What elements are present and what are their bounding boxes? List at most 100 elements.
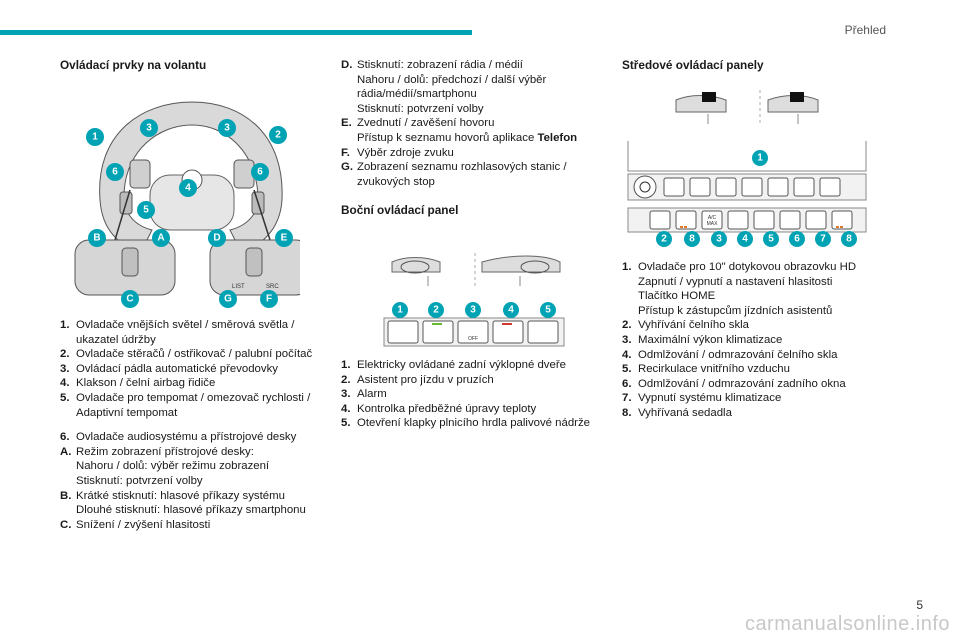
- legend-item: 3.Maximální výkon klimatizace: [622, 333, 783, 346]
- legend-item: 8.Vyhřívaná sedadla: [622, 406, 732, 419]
- callout-2: 2: [269, 126, 287, 144]
- callout-4: 4: [503, 302, 519, 318]
- svg-text:4: 4: [742, 234, 748, 245]
- legend-item: 4.Klakson / čelní airbag řidiče: [60, 377, 216, 390]
- legend-item: 5.Otevření klapky plnicího hrdla palivov…: [341, 417, 591, 430]
- legend-item: 2.Ovladače stěračů / ostřikovač / palubn…: [60, 348, 313, 361]
- callout-6: 6: [789, 231, 805, 247]
- legend-item: 1.Ovladače pro 10" dotykovou obrazovku H…: [622, 261, 857, 317]
- legend-item: 4.Odmlžování / odmrazování čelního skla: [622, 348, 838, 361]
- callout-6-right: 6: [251, 163, 269, 181]
- svg-text:2: 2: [433, 305, 439, 316]
- svg-text:3: 3: [224, 123, 230, 134]
- callout-B: B: [88, 229, 106, 247]
- callout-D: D: [208, 229, 226, 247]
- column-steering-controls: Ovládací prvky na volantu: [60, 58, 330, 73]
- legend-item: 6.Odmlžování / odmrazování zadního okna: [622, 377, 846, 390]
- callout-1: 1: [752, 150, 768, 166]
- svg-text:5: 5: [545, 305, 551, 316]
- svg-text:8: 8: [846, 234, 852, 245]
- side-panel-figure: OFF 1 2 3 4 5: [383, 253, 565, 347]
- svg-text:5: 5: [768, 234, 774, 245]
- callout-5: 5: [137, 201, 155, 219]
- callout-3-right: 3: [218, 119, 236, 137]
- legend-item: 2.Asistent pro jízdu v pruzích: [341, 373, 494, 386]
- column-center-panels: Středové ovládací panely: [622, 58, 892, 73]
- callout-E: E: [275, 229, 293, 247]
- svg-text:4: 4: [185, 183, 191, 194]
- svg-text:B: B: [93, 233, 100, 244]
- page-number: 5: [916, 598, 923, 612]
- legend-item: C.Snížení / zvýšení hlasitosti: [60, 518, 211, 531]
- legend-item: F.Výběr zdroje zvuku: [341, 146, 454, 159]
- callout-1: 1: [86, 128, 104, 146]
- watermark: carmanualsonline.info: [744, 613, 950, 635]
- callout-3: 3: [465, 302, 481, 318]
- callout-2: 2: [656, 231, 672, 247]
- legend-item: 1.Ovladače vnějších světel / směrová svě…: [60, 319, 295, 346]
- callout-5: 5: [540, 302, 556, 318]
- callout-7: 7: [815, 231, 831, 247]
- callout-1: 1: [392, 302, 408, 318]
- legend-item: 5.Ovladače pro tempomat / omezovač rychl…: [60, 391, 311, 419]
- callout-3: 3: [711, 231, 727, 247]
- legend-item: 5.Recirkulace vnitřního vzduchu: [622, 363, 790, 376]
- src-label: SRC: [266, 284, 279, 290]
- legend-item: 2.Vyhřívání čelního skla: [622, 319, 750, 332]
- off-label: OFF: [468, 336, 478, 342]
- svg-text:C: C: [126, 294, 133, 305]
- svg-text:6: 6: [794, 234, 800, 245]
- callout-4: 4: [737, 231, 753, 247]
- callout-4: 4: [179, 179, 197, 197]
- legend-item: 3.Ovládací pádla automatické převodovky: [60, 362, 278, 375]
- max-label: MAX: [707, 221, 719, 227]
- callout-5: 5: [763, 231, 779, 247]
- callout-F: F: [260, 290, 278, 308]
- center-panels-figure: A/C MAX 1 2 8 3 4 5 6 7 8: [627, 90, 867, 247]
- side-panel-heading: Boční ovládací panel: [341, 203, 459, 218]
- svg-text:5: 5: [143, 205, 149, 216]
- list-label: LIST: [232, 284, 245, 290]
- steering-controls-heading: Ovládací prvky na volantu: [60, 58, 207, 72]
- callout-6-left: 6: [106, 163, 124, 181]
- legend-item: B.Krátké stisknutí: hlasové příkazy syst…: [60, 489, 306, 517]
- legend-item: 3.Alarm: [341, 388, 387, 401]
- callout-3-left: 3: [140, 119, 158, 137]
- side-panel-legend: 1.Elektricky ovládané zadní výklopné dve…: [341, 358, 599, 431]
- legend-item: 1.Elektricky ovládané zadní výklopné dve…: [341, 359, 566, 371]
- svg-text:E: E: [281, 233, 288, 244]
- section-title: Přehled: [844, 23, 886, 37]
- svg-text:6: 6: [257, 167, 263, 178]
- svg-text:1: 1: [397, 305, 403, 316]
- svg-text:F: F: [266, 294, 272, 305]
- legend-item: 6.Ovladače audiosystému a přístrojové de…: [60, 431, 297, 444]
- svg-text:2: 2: [275, 130, 281, 141]
- svg-text:7: 7: [820, 234, 826, 245]
- callout-C: C: [121, 290, 139, 308]
- callout-8-right: 8: [841, 231, 857, 247]
- callout-8-left: 8: [684, 231, 700, 247]
- svg-text:4: 4: [508, 305, 514, 316]
- svg-text:A: A: [157, 233, 164, 244]
- legend-item: 7.Vypnutí systému klimatizace: [622, 392, 782, 405]
- header-accent-bar: [0, 30, 472, 35]
- center-panels-legend: 1.Ovladače pro 10" dotykovou obrazovku H…: [622, 260, 892, 421]
- callout-G: G: [219, 290, 237, 308]
- svg-text:3: 3: [716, 234, 722, 245]
- svg-text:D: D: [213, 233, 220, 244]
- legend-item: A.Režim zobrazení přístrojové desky:Naho…: [60, 445, 270, 487]
- svg-text:G: G: [224, 294, 232, 305]
- svg-text:8: 8: [689, 234, 695, 245]
- legend-item: G.Zobrazení seznamu rozhlasových stanic …: [341, 161, 567, 188]
- svg-text:6: 6: [112, 167, 118, 178]
- svg-text:1: 1: [757, 153, 763, 164]
- callout-A: A: [152, 229, 170, 247]
- steering-legend: 1.Ovladače vnějších světel / směrová svě…: [60, 318, 328, 532]
- steering-wheel-figure: LIST SRC 1 2 3 3 6 6 4 5 A B C D E F G: [74, 101, 300, 308]
- center-panels-heading: Středové ovládací panely: [622, 58, 764, 72]
- ac-label: A/C: [708, 215, 717, 221]
- legend-item: 4.Kontrolka předběžné úpravy teploty: [341, 402, 537, 415]
